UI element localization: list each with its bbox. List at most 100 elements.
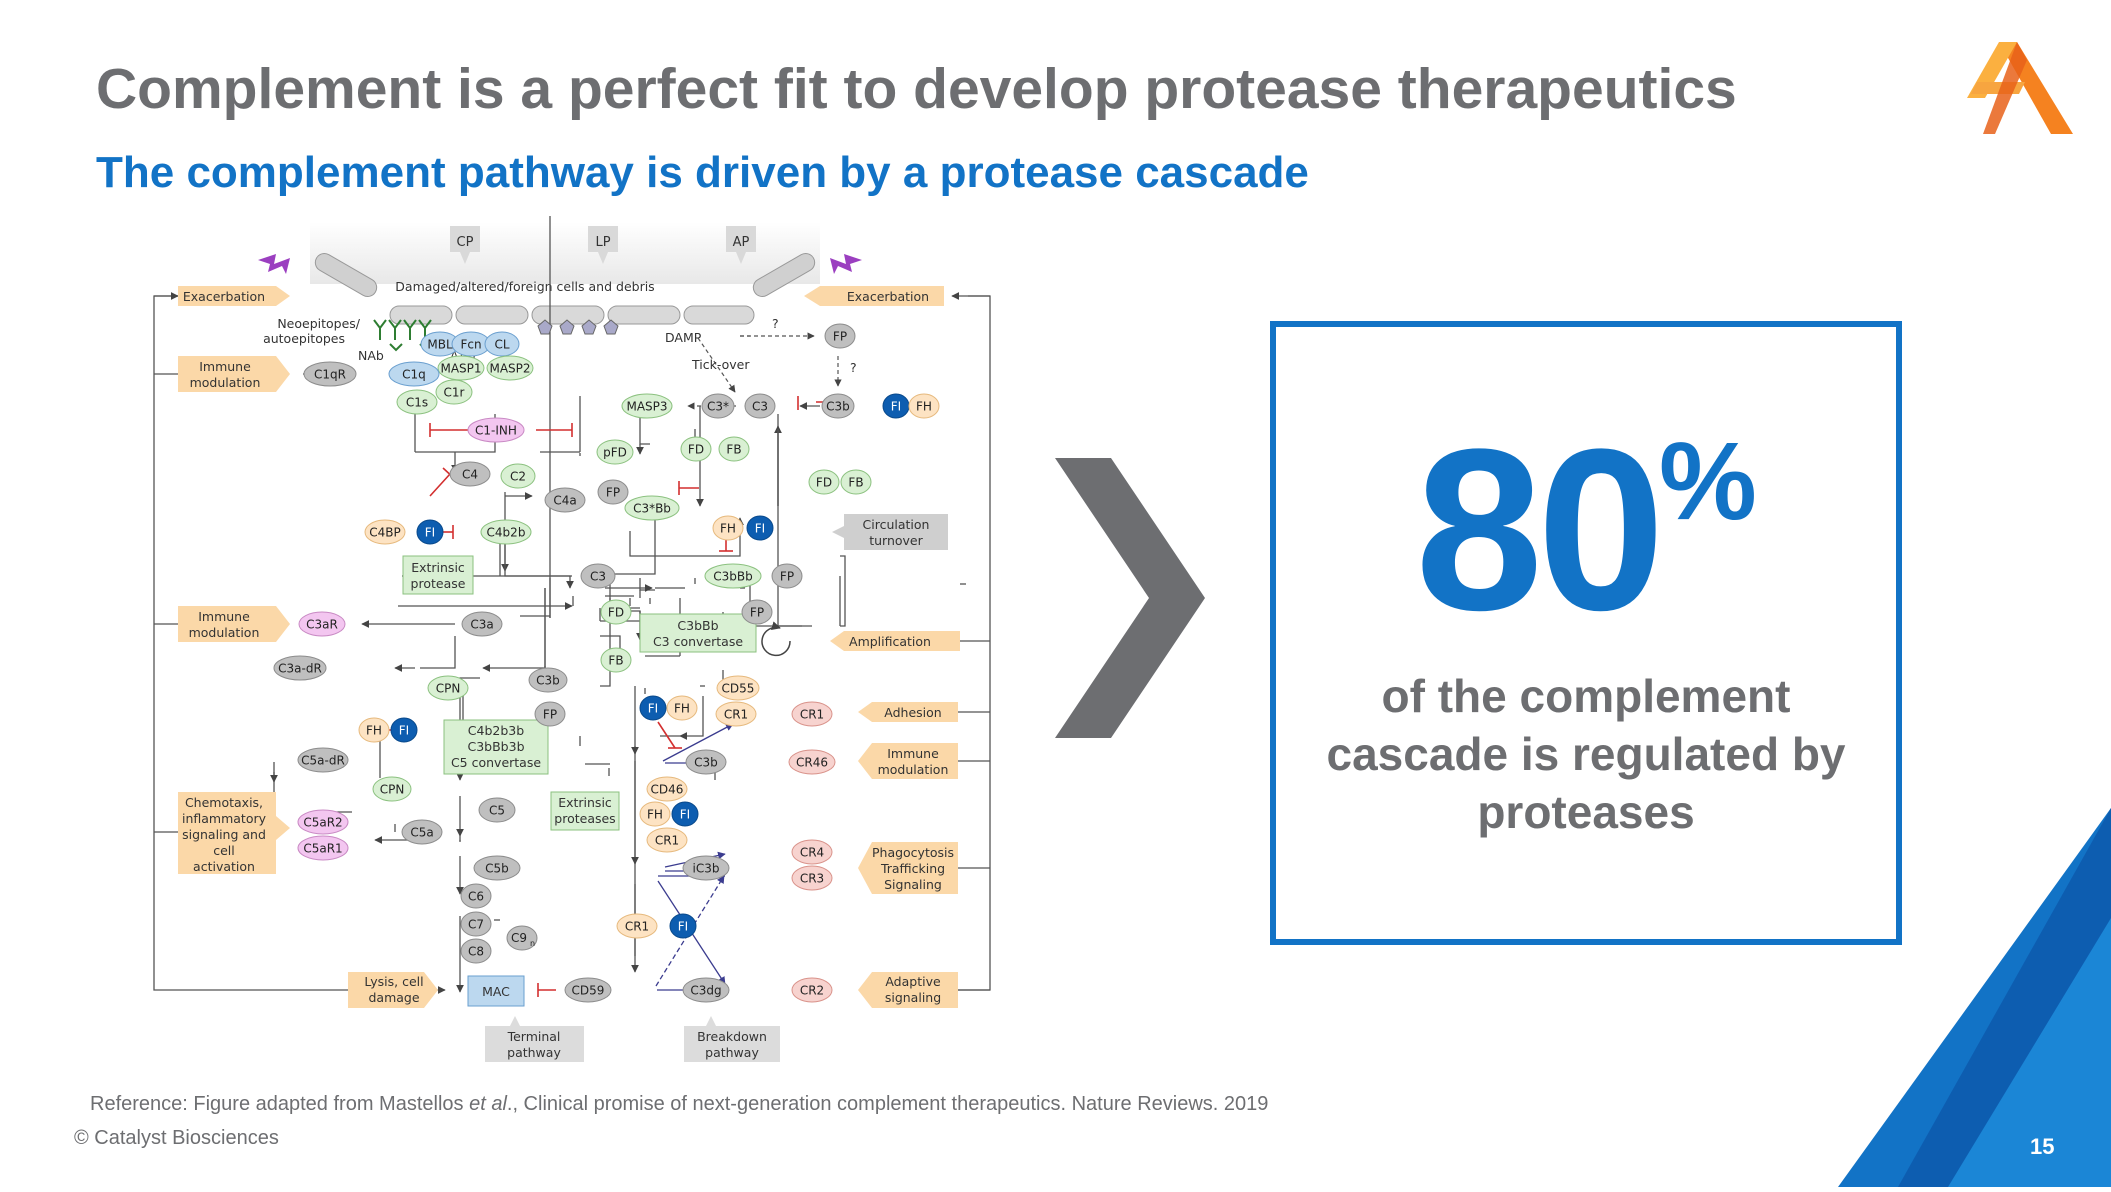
node-label-c3starbb: C3*Bb: [633, 502, 671, 516]
node-c7: C7: [460, 911, 492, 937]
node-label-c3adr: C3a-dR: [278, 662, 322, 676]
node-label-fh: FH: [647, 808, 663, 822]
node-c2: C2: [500, 463, 536, 489]
svg-text:Circulation: Circulation: [863, 517, 930, 532]
node-label-c6: C6: [468, 890, 484, 904]
stat-value: 80%: [1276, 415, 1896, 645]
node-cr1: CR1: [646, 827, 688, 853]
stat-unit: %: [1659, 420, 1757, 543]
node-label-c5b: C5b: [485, 862, 509, 876]
node-label-cd46: CD46: [651, 783, 684, 797]
antibody-icon: [373, 319, 433, 352]
svg-text:Chemotaxis,: Chemotaxis,: [185, 795, 263, 810]
svg-text:activation: activation: [193, 859, 255, 874]
chemotaxis-box: Chemotaxis, inflammatory signaling and c…: [178, 792, 290, 874]
node-label-c5a: C5a: [410, 826, 433, 840]
node-label-fp: FP: [780, 570, 794, 584]
node-label-fp: FP: [750, 606, 764, 620]
svg-text:C3bBb3b: C3bBb3b: [467, 739, 524, 754]
node-c4b2b: C4b2b: [480, 519, 532, 545]
svg-text:Phagocytosis: Phagocytosis: [872, 845, 954, 860]
node-label-c4a: C4a: [553, 494, 576, 508]
node-c6: C6: [460, 883, 492, 909]
node-c3: C3: [744, 393, 776, 419]
svg-text:turnover: turnover: [869, 533, 923, 548]
node-label-fp: FP: [606, 486, 620, 500]
node-label-fp: FP: [833, 330, 847, 344]
stat-caption: of the complement cascade is regulated b…: [1326, 670, 1846, 838]
svg-text:?: ?: [850, 360, 857, 375]
svg-text:Immune: Immune: [887, 746, 939, 761]
svg-text:modulation: modulation: [878, 762, 949, 777]
node-fi: FI: [746, 515, 774, 541]
svg-text:Exacerbation: Exacerbation: [847, 289, 929, 304]
svg-text:cell: cell: [213, 843, 235, 858]
node-label-c3bbb: C3bBb: [713, 570, 752, 584]
node-label-cr4: CR4: [800, 846, 824, 860]
node-c5a: C5a: [401, 819, 443, 845]
node-c1s: C1s: [396, 389, 438, 415]
node-fp: FP: [534, 701, 566, 727]
svg-text:Trafficking: Trafficking: [880, 861, 945, 876]
svg-text:Terminal: Terminal: [507, 1029, 561, 1044]
node-c3dg: C3dg: [682, 977, 730, 1003]
node-fi: FI: [416, 519, 444, 545]
node-fp: FP: [771, 563, 803, 589]
node-label-c1qr: C1qR: [314, 368, 346, 382]
node-label-fi: FI: [755, 522, 765, 536]
node-mbl: MBL: [420, 331, 460, 357]
node-label-cl: CL: [494, 338, 509, 352]
node-cr4: CR4: [791, 839, 833, 865]
node-fp: FP: [741, 599, 773, 625]
node-cr1: CR1: [715, 701, 757, 727]
svg-text:damage: damage: [368, 990, 419, 1005]
node-cr1: CR1: [616, 913, 658, 939]
node-fd: FD: [680, 436, 712, 462]
node-label-fh: FH: [720, 522, 736, 536]
node-fi: FI: [882, 393, 910, 419]
node-c3ar: C3aR: [298, 611, 346, 637]
svg-text:Exacerbation: Exacerbation: [183, 289, 265, 304]
node-c3bbb: C3bBb: [704, 563, 762, 589]
node-c3starbb: C3*Bb: [624, 495, 680, 521]
node-cd55: CD55: [716, 675, 760, 701]
node-fp: FP: [824, 323, 856, 349]
node-fh: FH: [639, 801, 671, 827]
svg-text:?: ?: [772, 316, 779, 331]
exacerbation-left-box: Exacerbation: [178, 286, 290, 306]
node-fd: FD: [600, 599, 632, 625]
node-label-fi: FI: [680, 808, 690, 822]
page-number: 15: [2030, 1134, 2055, 1159]
svg-text:modulation: modulation: [190, 375, 261, 390]
node-c5adr: C5a-dR: [297, 747, 349, 773]
node-ic3b: iC3b: [682, 855, 730, 881]
node-cr3: CR3: [791, 865, 833, 891]
node-label-fi: FI: [891, 400, 901, 414]
node-fi: FI: [639, 695, 667, 721]
node-label-fh: FH: [916, 400, 932, 414]
node-label-c9-subscript: n: [530, 939, 535, 948]
reference-note: Reference: Figure adapted from Mastellos…: [90, 1093, 1269, 1115]
node-c3b: C3b: [528, 667, 568, 693]
node-label-fi: FI: [678, 920, 688, 934]
node-label-cpn: CPN: [380, 783, 405, 797]
node-masp3: MASP3: [621, 393, 673, 419]
complement-pathway-diagram: CP LP AP Damaged/altered/foreign cells a…: [153, 216, 991, 1062]
node-label-cd59: CD59: [572, 984, 605, 998]
stat-number: 80: [1415, 401, 1665, 658]
node-label-c5ar1: C5aR1: [303, 842, 342, 856]
svg-text:Adaptive: Adaptive: [885, 974, 941, 989]
node-label-c3: C3: [590, 570, 606, 584]
node-label-ic3b: iC3b: [693, 862, 720, 876]
node-cd59: CD59: [564, 977, 612, 1003]
node-label-cr3: CR3: [800, 872, 824, 886]
tab-lp: LP: [595, 235, 610, 250]
node-c1q: C1q: [388, 361, 440, 387]
node-pfd: pFD: [596, 439, 634, 465]
node-label-fb: FB: [848, 476, 863, 490]
node-label-fi: FI: [425, 526, 435, 540]
